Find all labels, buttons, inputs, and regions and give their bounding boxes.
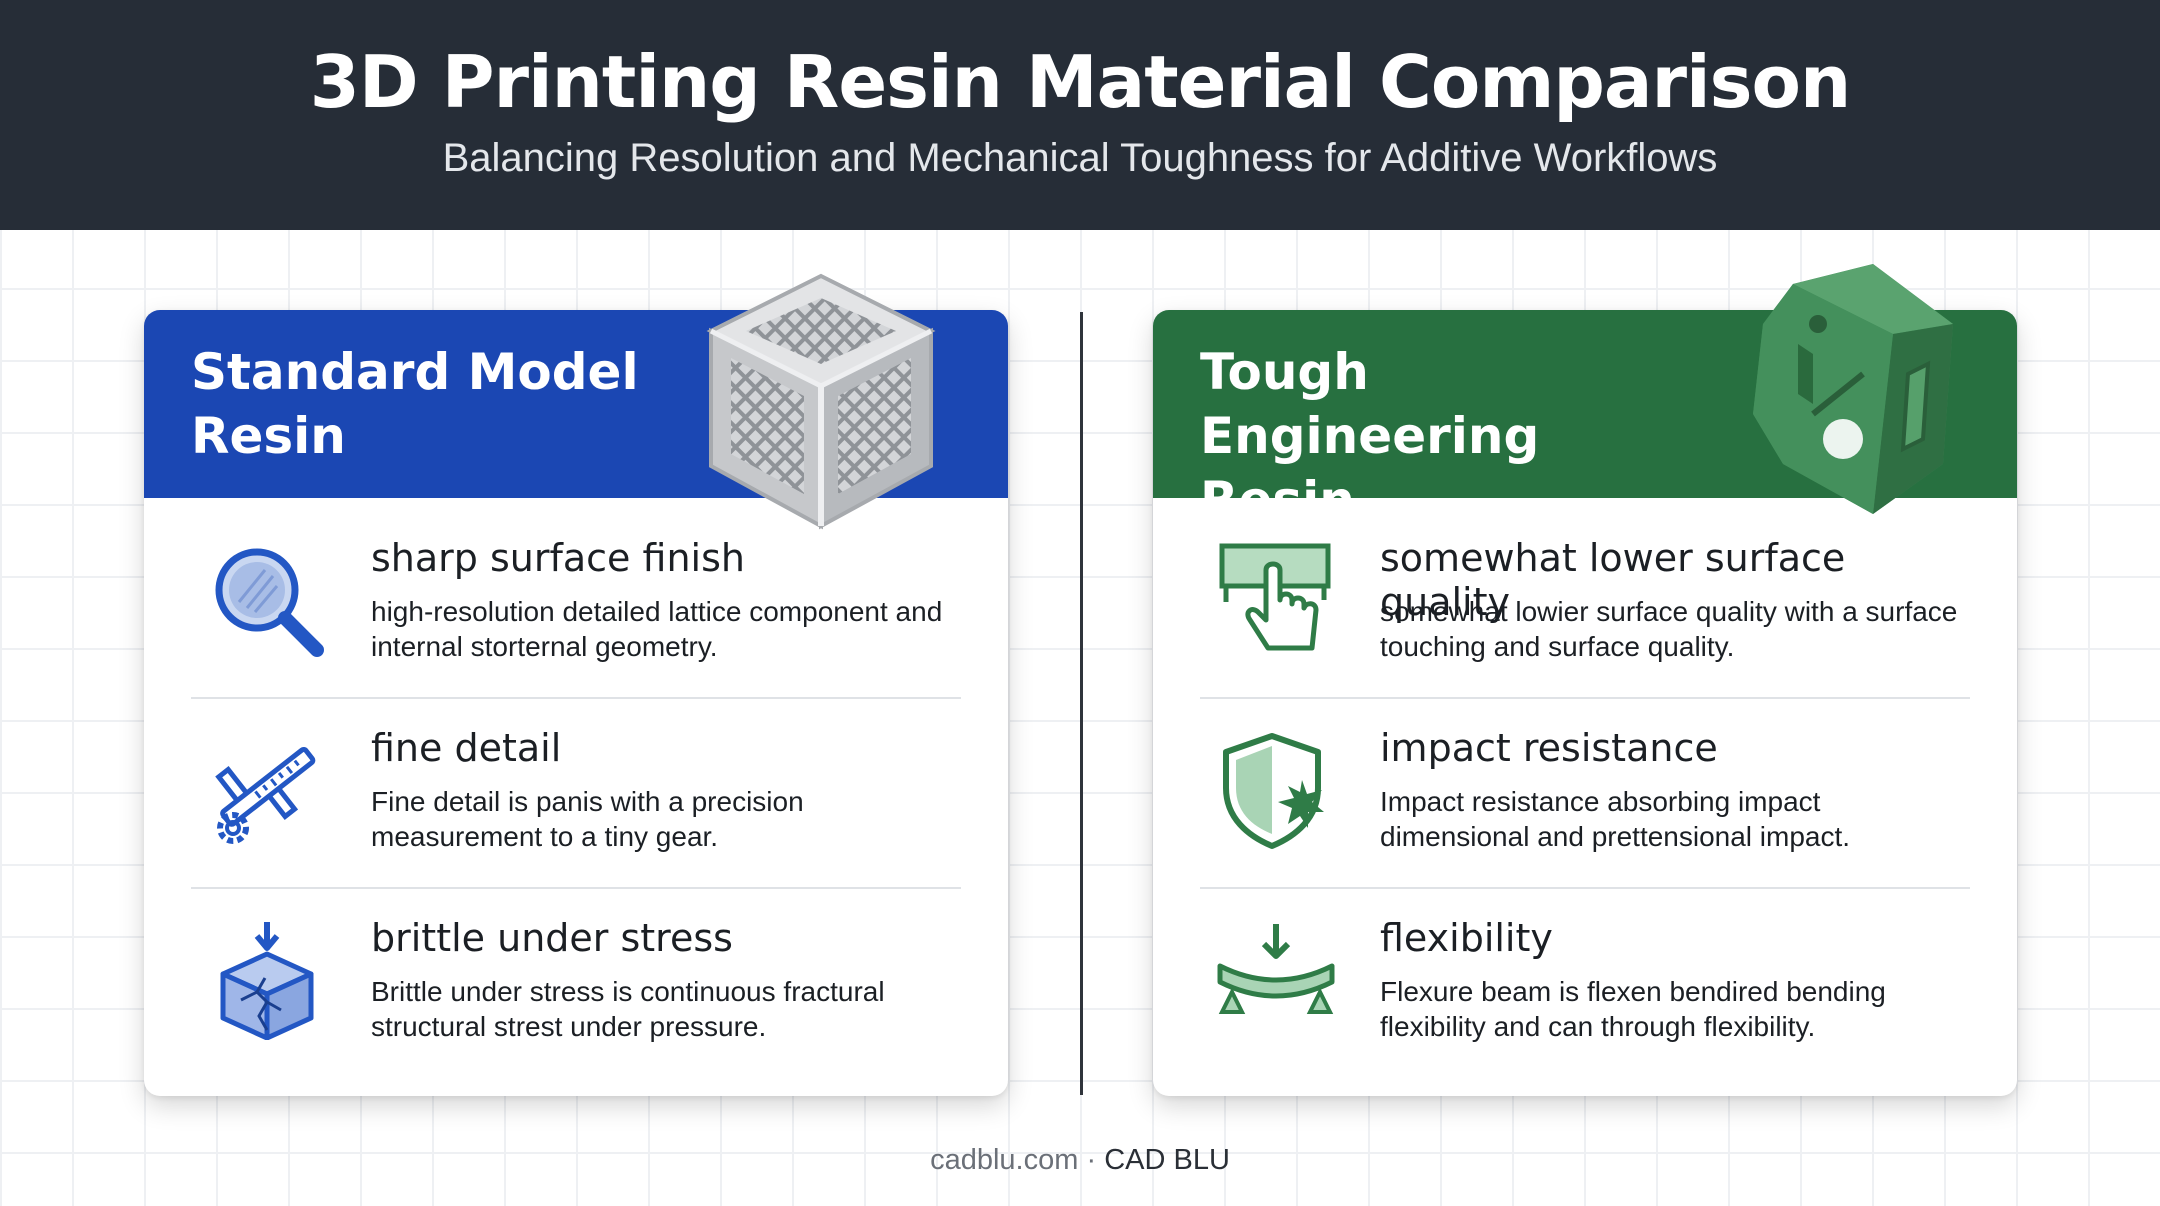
lattice-cube-icon [706,273,936,530]
shield-impact-icon [1223,733,1324,849]
bracket-part-icon [1753,264,1953,514]
feature-description: somewhat lowier surface quality with a s… [1380,596,1958,662]
feature-fine-detail: fine detail Fine detail is panis with a … [191,688,961,878]
feature-brittle-under-stress: brittle under stress Brittle under stres… [191,878,961,1068]
header-banner: 3D Printing Resin Material Comparison Ba… [0,0,2160,230]
tough-resin-card: Tough Engineering Resin somewhat lower s… [1153,264,2017,1096]
center-divider [1080,312,1083,1095]
feature-title: somewhat lower surface quality [1380,536,1846,624]
feature-description: Flexure beam is flexen bendired bending … [1380,976,1886,1042]
footer-credit: cadblu.com · CAD BLU [0,1144,2160,1177]
feature-lower-surface-quality: somewhat lower surface quality somewhat … [1200,498,1970,688]
feature-description: high-resolution detailed lattice compone… [371,596,943,662]
page-title: 3D Printing Resin Material Comparison [309,40,1851,124]
standard-resin-card: Standard Model Resin sharp surface finis… [144,273,1008,1096]
row-separator [1200,697,1970,699]
feature-description: Impact resistance absorbing impact dimen… [1380,786,1851,852]
row-separator [191,887,961,889]
flex-beam-icon [1217,924,1335,1014]
footer-site[interactable]: cadblu.com [930,1144,1079,1176]
page-subtitle: Balancing Resolution and Mechanical Toug… [442,136,1718,180]
feature-title: brittle under stress [371,916,733,960]
footer-brand: CAD BLU [1104,1144,1230,1176]
magnifier-icon [215,548,324,657]
feature-sharp-surface-finish: sharp surface finish high-resolution det… [191,498,961,688]
standard-card-title: Standard Model Resin [191,343,639,465]
row-separator [1200,887,1970,889]
feature-title: impact resistance [1380,726,1718,770]
feature-title: sharp surface finish [371,536,745,580]
tough-card-title: Tough Engineering Resin [1200,343,1540,529]
feature-flexibility: flexibility Flexure beam is flexen bendi… [1200,878,1970,1068]
footer-separator: · [1078,1144,1105,1176]
feature-impact-resistance: impact resistance Impact resistance abso… [1200,688,1970,878]
feature-title: flexibility [1380,916,1553,960]
cracked-cube-icon [220,922,314,1040]
feature-description: Brittle under stress is continuous fract… [371,976,885,1042]
feature-title: fine detail [371,726,562,770]
row-separator [191,697,961,699]
caliper-gear-icon [215,746,316,844]
touch-surface-icon [1219,543,1331,651]
feature-description: Fine detail is panis with a precision me… [371,786,804,852]
